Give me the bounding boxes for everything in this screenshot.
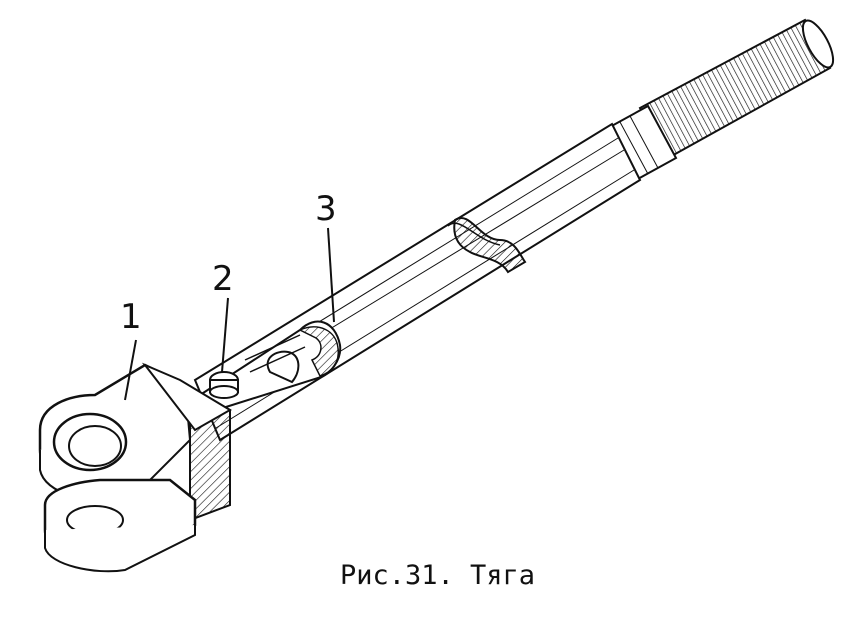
pin bbox=[209, 371, 239, 399]
figure-caption: Рис.31. Тяга bbox=[340, 560, 536, 591]
leader-lines bbox=[124, 227, 335, 401]
fork bbox=[38, 362, 232, 573]
callout-3: 3 bbox=[315, 189, 337, 229]
threaded-end bbox=[638, 18, 835, 160]
callout-1: 1 bbox=[120, 297, 142, 337]
rod-break-section bbox=[447, 217, 527, 274]
callout-2: 2 bbox=[212, 259, 234, 299]
